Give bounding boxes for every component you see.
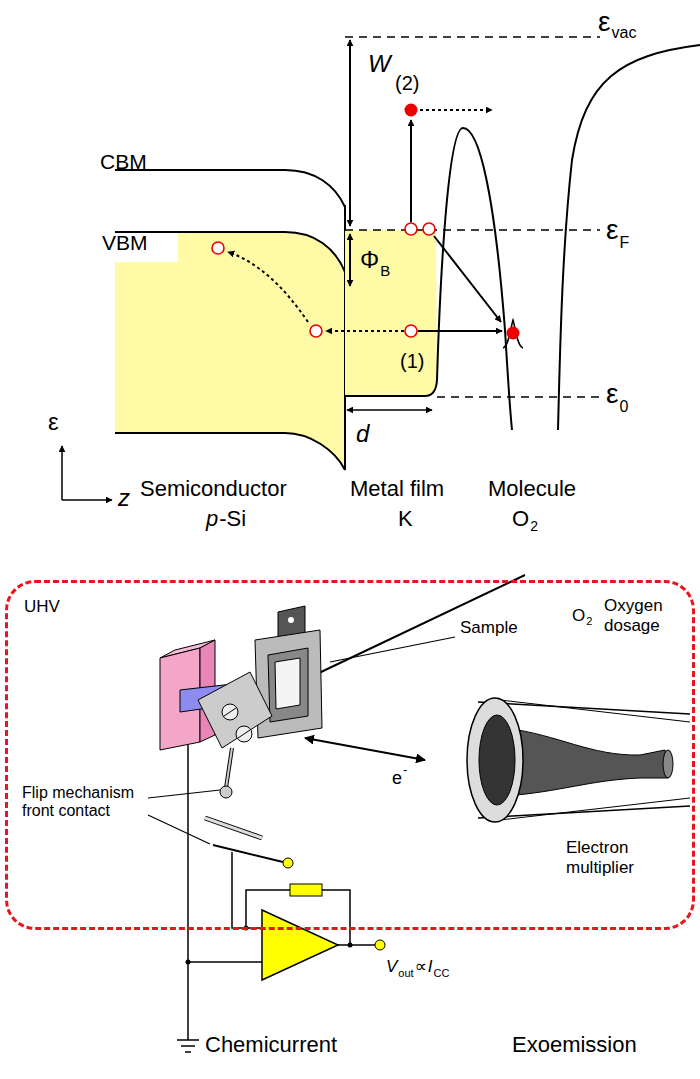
part-label: Electron multiplier bbox=[566, 838, 666, 877]
part-label: Sample bbox=[460, 618, 518, 638]
signal-label: I bbox=[428, 957, 433, 977]
subscript: 2 bbox=[586, 615, 592, 628]
subscript: out bbox=[398, 967, 413, 980]
region-label: O bbox=[512, 506, 529, 531]
band-label: CBM bbox=[100, 150, 147, 174]
axis-label: ε bbox=[48, 408, 59, 436]
part-label: Flip mechanism front contact bbox=[22, 784, 162, 821]
region-label: -Si bbox=[219, 506, 246, 531]
method-label: Exoemission bbox=[512, 1032, 637, 1057]
film-thickness: d bbox=[356, 420, 369, 448]
band-label: VBM bbox=[102, 231, 148, 255]
superscript: - bbox=[403, 763, 407, 778]
region-label: p bbox=[206, 506, 218, 531]
barrier-height: Φ bbox=[360, 246, 379, 274]
region-label: Molecule bbox=[488, 476, 576, 501]
signal-label: V bbox=[386, 957, 397, 977]
axis-label: z bbox=[118, 484, 130, 512]
region-label: K bbox=[398, 506, 413, 531]
subscript: F bbox=[619, 234, 629, 252]
signal-label: ∝ bbox=[415, 957, 427, 977]
region-label: Metal film bbox=[350, 476, 444, 501]
region-label: Semiconductor bbox=[140, 476, 287, 501]
subscript: CC bbox=[434, 967, 450, 980]
subscript: 2 bbox=[530, 518, 538, 534]
subscript: vac bbox=[611, 24, 636, 42]
work-function: W bbox=[368, 50, 391, 78]
gas-label: O bbox=[572, 606, 585, 626]
fermi-level: ε bbox=[606, 214, 618, 246]
vacuum-chamber: UHV bbox=[5, 580, 695, 930]
process-number: (2) bbox=[395, 72, 419, 95]
vacuum-level: ε bbox=[598, 6, 610, 38]
band-bottom: ε bbox=[606, 378, 618, 410]
subscript: 0 bbox=[619, 398, 628, 416]
subscript: B bbox=[380, 262, 390, 279]
electron-label: e bbox=[392, 768, 402, 789]
process-number: (1) bbox=[400, 350, 424, 373]
part-label: Oxygen dosage bbox=[604, 596, 694, 635]
method-label: Chemicurrent bbox=[205, 1032, 337, 1057]
